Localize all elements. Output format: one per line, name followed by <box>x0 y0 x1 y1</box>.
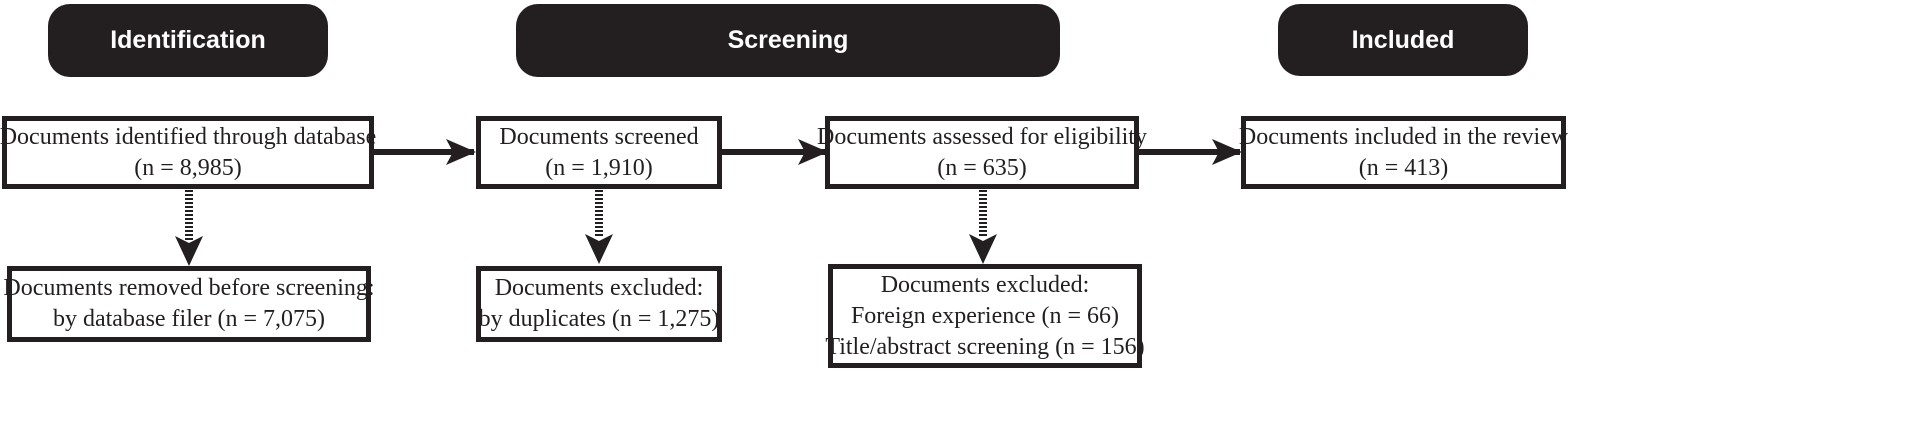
node-identified-count: (n = 8,985) <box>134 154 242 181</box>
stage-included: Included <box>1278 4 1528 76</box>
dashed-arrow-assessed-to-excluded <box>969 190 997 264</box>
stage-screening-label: Screening <box>727 26 849 54</box>
node-removed: Documents removed before screening: by d… <box>3 266 375 342</box>
node-screened: Documents screened (n = 1,910) <box>476 116 722 189</box>
node-included-count: (n = 413) <box>1358 154 1449 181</box>
node-removed-text: Documents removed before screening: <box>3 275 375 301</box>
stage-identification: Identification <box>48 4 328 77</box>
node-included-text: Documents included in the review <box>1238 123 1569 150</box>
stage-included-label: Included <box>1351 25 1455 54</box>
node-identified: Documents identified through database (n… <box>0 116 377 189</box>
node-excluded-eligibility-detail-title: Title/abstract screening (n = 156) <box>825 333 1145 360</box>
dashed-arrow-identified-to-removed <box>175 190 203 266</box>
node-excluded-eligibility: Documents excluded: Foreign experience (… <box>825 264 1145 368</box>
node-assessed-count: (n = 635) <box>937 154 1027 181</box>
node-removed-detail: by database filer (n = 7,075) <box>52 306 326 332</box>
stage-identification-label: Identification <box>110 26 266 54</box>
node-assessed-text: Documents assessed for eligibility <box>817 123 1147 150</box>
node-excluded-duplicates-text: Documents excluded: <box>494 275 704 301</box>
stage-screening: Screening <box>516 4 1060 77</box>
node-excluded-duplicates-detail: by duplicates (n = 1,275) <box>478 306 720 332</box>
node-assessed: Documents assessed for eligibility (n = … <box>817 116 1147 189</box>
node-excluded-duplicates: Documents excluded: by duplicates (n = 1… <box>476 266 722 342</box>
dashed-arrow-screened-to-excluded <box>585 190 613 264</box>
node-identified-text: Documents identified through database <box>0 123 377 150</box>
node-excluded-eligibility-text: Documents excluded: <box>880 271 1090 298</box>
node-screened-count: (n = 1,910) <box>545 154 653 181</box>
node-excluded-eligibility-detail-foreign: Foreign experience (n = 66) <box>850 302 1120 329</box>
node-included: Documents included in the review (n = 41… <box>1238 116 1569 189</box>
node-screened-text: Documents screened <box>499 123 699 150</box>
